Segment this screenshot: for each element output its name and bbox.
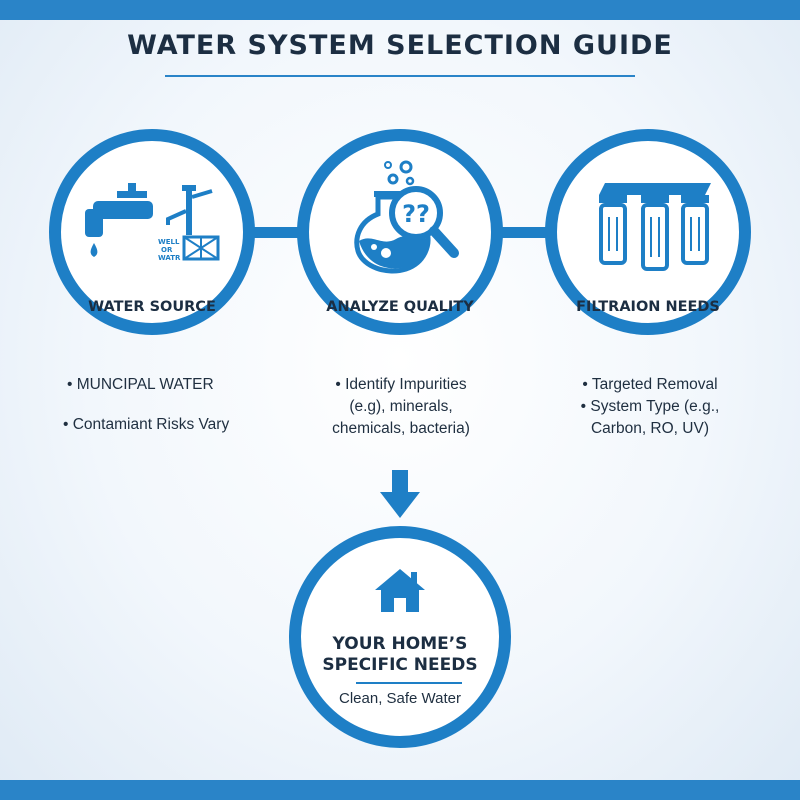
house-icon: [375, 569, 425, 612]
result-divider: [356, 682, 462, 684]
result-title-line-2: SPECIFIC NEEDS: [322, 655, 478, 675]
well-label-3: WATR: [158, 254, 181, 262]
result-title-line-1: YOUR HOME’S: [332, 634, 468, 654]
bullet-item: • Targeted Removal: [582, 376, 718, 393]
bullets-analyze-quality: • Identify Impurities (e.g), minerals, c…: [296, 374, 506, 440]
step-analyze-quality: ?? ANALYZE QUALITY: [297, 129, 503, 335]
title-underline: [165, 75, 635, 77]
result-home-needs: YOUR HOME’S SPECIFIC NEEDS Clean, Safe W…: [289, 526, 511, 748]
bullet-item: • System Type (e.g.,: [580, 398, 720, 415]
bullets-filtration-needs: • Targeted Removal • System Type (e.g., …: [545, 374, 755, 440]
step-filtration-needs: FILTRAION NEEDS: [545, 129, 751, 335]
step-label: FILTRAION NEEDS: [576, 299, 720, 315]
faucet-icon: [85, 183, 153, 257]
top-bar: [0, 0, 800, 20]
well-label-1: WELL: [158, 238, 180, 246]
flask-icon: ??: [354, 160, 459, 274]
bullet-item-continued: Carbon, RO, UV): [590, 420, 709, 437]
step-label: WATER SOURCE: [88, 299, 216, 315]
question-marks: ??: [402, 200, 430, 228]
bullet-item: • MUNCIPAL WATER: [67, 376, 214, 393]
step-water-source: WELL OR WATR WATER SOURCE: [49, 129, 255, 335]
well-label-2: OR: [161, 246, 173, 254]
bullet-item-continued: (e.g), minerals,: [349, 398, 453, 415]
bottom-bar: [0, 780, 800, 800]
bullet-item: • Identify Impurities: [335, 376, 467, 393]
connector-2-3: [500, 227, 560, 238]
page-title: WATER SYSTEM SELECTION GUIDE: [127, 30, 673, 61]
filter-cartridges-icon: [599, 183, 711, 271]
well-pump-icon: WELL OR WATR: [158, 185, 220, 262]
connector-1-2: [250, 227, 310, 238]
bullet-item: • Contamiant Risks Vary: [63, 416, 230, 433]
step-label: ANALYZE QUALITY: [326, 299, 474, 315]
down-arrow-icon: [380, 470, 420, 518]
result-subtitle: Clean, Safe Water: [339, 690, 461, 707]
bullets-water-source: • MUNCIPAL WATER • Contamiant Risks Vary: [55, 374, 265, 436]
bullet-item-continued: chemicals, bacteria): [332, 420, 470, 437]
